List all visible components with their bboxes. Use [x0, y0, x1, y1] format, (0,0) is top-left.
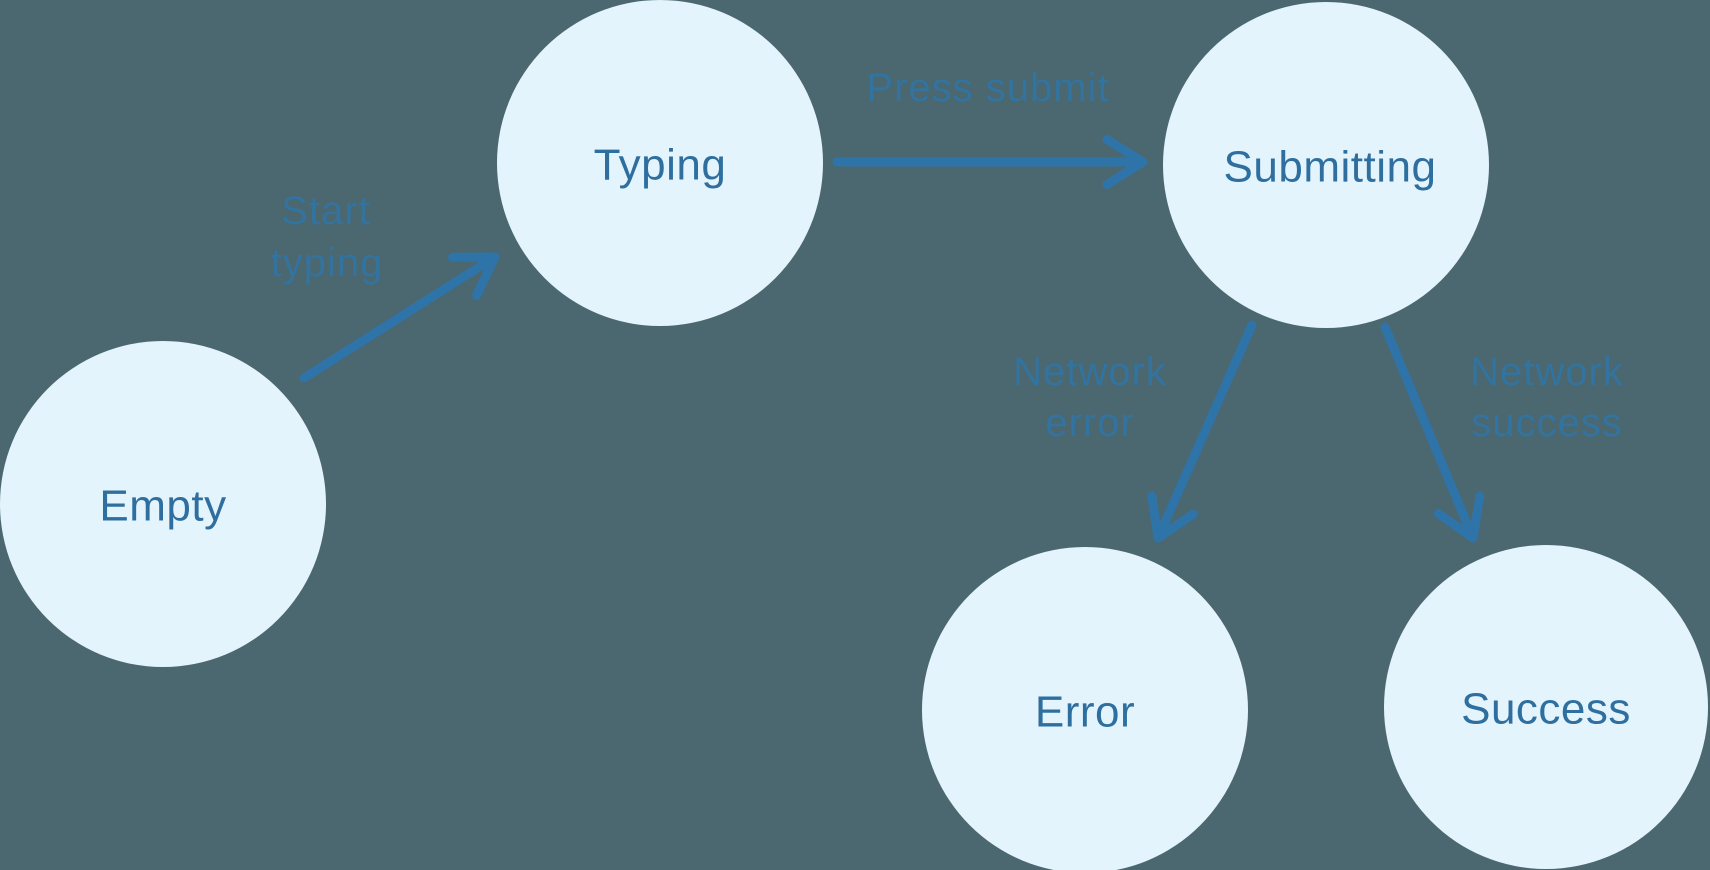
state-node-error: Error [922, 547, 1248, 870]
edge-empty-to-typing: Start typing [271, 189, 500, 383]
edge-arrow-network-error [1147, 320, 1257, 543]
edge-label-press-submit: Press submit [866, 66, 1109, 110]
state-label-typing: Typing [594, 141, 727, 190]
state-label-submitting: Submitting [1224, 143, 1437, 192]
state-circle-error [922, 547, 1248, 870]
edge-label-network-success-line1: Network [1470, 350, 1624, 394]
state-node-empty: Empty [0, 341, 326, 667]
state-label-success: Success [1461, 685, 1631, 734]
state-circle-submitting [1163, 2, 1489, 328]
edge-submitting-to-success: Network success [1380, 322, 1624, 543]
state-node-success: Success [1384, 545, 1708, 869]
edge-label-network-error-line2: error [1045, 401, 1134, 445]
edge-typing-to-submitting: Press submit [832, 66, 1148, 189]
state-circle-typing [497, 0, 823, 326]
state-node-submitting: Submitting [1163, 2, 1489, 328]
edge-arrow-network-success [1380, 322, 1485, 543]
state-label-empty: Empty [99, 482, 226, 531]
state-circle-success [1384, 545, 1708, 869]
edge-label-start-typing-line2: typing [271, 241, 384, 285]
edge-submitting-to-error: Network error [1013, 320, 1257, 543]
edge-label-network-error-line1: Network [1013, 350, 1167, 394]
state-circle-empty [0, 341, 326, 667]
edge-label-network-success-line2: success [1471, 401, 1623, 445]
state-node-typing: Typing [497, 0, 823, 326]
state-label-error: Error [1035, 688, 1135, 737]
edge-arrow-start-typing [299, 252, 500, 383]
edge-label-start-typing-line1: Start [281, 189, 370, 233]
